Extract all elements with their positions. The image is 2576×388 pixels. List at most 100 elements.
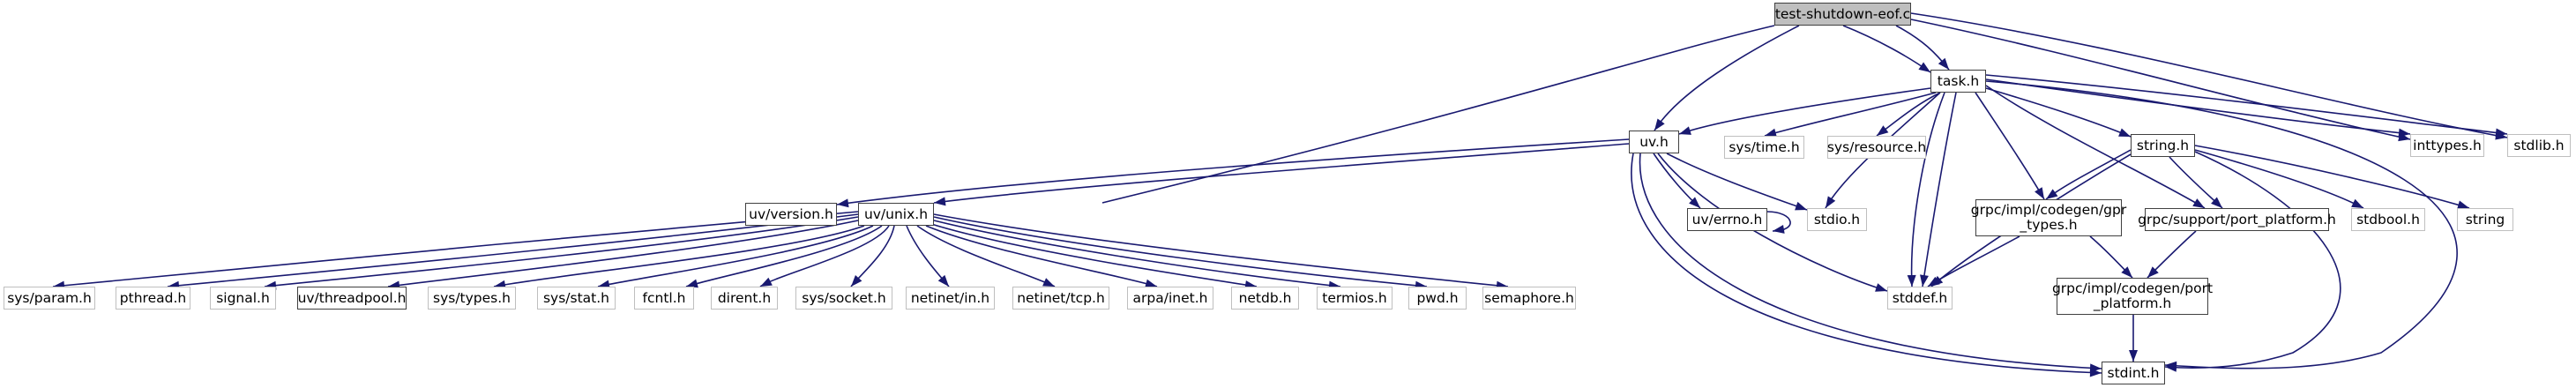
node-root[interactable]: test-shutdown-eof.c bbox=[1774, 3, 1911, 26]
node-termios[interactable]: termios.h bbox=[1317, 287, 1393, 310]
arrowhead-stringh-to-stdbool bbox=[2351, 198, 2363, 208]
node-label: stdlib.h bbox=[2513, 137, 2565, 153]
node-uverrno[interactable]: uv/errno.h bbox=[1687, 208, 1767, 231]
edge-root-to-stdlib bbox=[1910, 12, 2508, 138]
node-sysstat[interactable]: sys/stat.h bbox=[537, 287, 616, 310]
node-netdb[interactable]: netdb.h bbox=[1231, 287, 1299, 310]
node-sysparam[interactable]: sys/param.h bbox=[4, 287, 95, 310]
edge-uvh-to-stdio bbox=[1666, 153, 1808, 211]
edge-uvunix-to-sysstat bbox=[597, 225, 874, 287]
node-signalh[interactable]: signal.h bbox=[210, 287, 276, 310]
edge-root-to-task bbox=[1842, 25, 1931, 73]
edge-stringh-to-string_cpp bbox=[2194, 145, 2470, 209]
edge-uvunix-to-systypes bbox=[493, 225, 865, 287]
node-label: signal.h bbox=[216, 289, 270, 306]
edge-uvunix-to-netinettcp bbox=[916, 225, 1056, 287]
edge-task-to-stdint bbox=[1985, 80, 2458, 369]
node-label: netdb.h bbox=[1238, 289, 1292, 306]
arrowhead-codegenport-to-stdint bbox=[2129, 350, 2138, 362]
arrowhead-task-to-stddef bbox=[1920, 274, 1929, 287]
edge-task-to-stdlib bbox=[1985, 74, 2508, 135]
node-stdio[interactable]: stdio.h bbox=[1807, 208, 1867, 231]
arrowhead-task-to-stdlib bbox=[2495, 128, 2507, 138]
node-sysresource[interactable]: sys/resource.h bbox=[1827, 136, 1926, 159]
node-semaphore[interactable]: semaphore.h bbox=[1482, 287, 1576, 310]
node-task[interactable]: task.h bbox=[1930, 70, 1986, 93]
node-string_cpp[interactable]: string bbox=[2457, 208, 2513, 231]
node-stddef[interactable]: stddef.h bbox=[1887, 287, 1953, 310]
node-systime[interactable]: sys/time.h bbox=[1724, 136, 1804, 159]
arrowhead-task-to-stddef bbox=[1907, 274, 1916, 287]
edge-task-to-supportport bbox=[1985, 85, 2206, 209]
node-label: grpc/impl/codegen/gpr _types.h bbox=[1970, 202, 2127, 233]
edge-stringh-to-stdbool bbox=[2194, 149, 2364, 209]
edge-task-to-stddef bbox=[1922, 92, 1957, 287]
arrowhead-uvh-to-uvunix bbox=[934, 197, 946, 206]
node-dirent[interactable]: dirent.h bbox=[711, 287, 778, 310]
arrowhead-task-to-supportport bbox=[2192, 198, 2205, 208]
edge-uvh-to-stdint bbox=[1639, 153, 2102, 369]
arrowhead-gprtypes-to-codegenport bbox=[2121, 266, 2132, 278]
node-gprtypes[interactable]: grpc/impl/codegen/gpr _types.h bbox=[1971, 199, 2126, 236]
node-inttypes[interactable]: inttypes.h bbox=[2410, 134, 2484, 157]
node-label: string bbox=[2465, 211, 2505, 228]
node-label: stddef.h bbox=[1892, 289, 1948, 306]
arrowhead-uvunix-to-arpainet bbox=[1145, 279, 1157, 288]
node-label: uv/threadpool.h bbox=[297, 289, 407, 306]
node-systypes[interactable]: sys/types.h bbox=[428, 287, 516, 310]
node-label: uv/errno.h bbox=[1691, 211, 1763, 228]
edge-uvunix-to-pwd bbox=[933, 216, 1428, 287]
node-uvh[interactable]: uv.h bbox=[1629, 131, 1679, 153]
arrowhead-task-to-gprtypes bbox=[2035, 187, 2044, 199]
arrowhead-uverrno-to-uverrno bbox=[1773, 224, 1785, 234]
node-label: sys/socket.h bbox=[802, 289, 886, 306]
arrowhead-task-to-stdio bbox=[1826, 196, 1836, 208]
node-label: string.h bbox=[2136, 137, 2190, 153]
edge-task-to-inttypes bbox=[1985, 78, 2411, 135]
node-label: semaphore.h bbox=[1484, 289, 1574, 306]
edge-root-to-uvh bbox=[1654, 25, 1800, 131]
node-codegenport[interactable]: grpc/impl/codegen/port _platform.h bbox=[2052, 278, 2213, 315]
node-supportport[interactable]: grpc/support/port_platform.h bbox=[2138, 208, 2336, 231]
node-uvthreadpool[interactable]: uv/threadpool.h bbox=[297, 287, 407, 310]
node-label: sys/resource.h bbox=[1826, 138, 1927, 155]
edge-uvh-to-stdint bbox=[1631, 153, 2102, 374]
node-netinettcp[interactable]: netinet/tcp.h bbox=[1012, 287, 1109, 310]
arrowhead-uvunix-to-fcntl bbox=[686, 279, 698, 288]
node-uvunix[interactable]: uv/unix.h bbox=[858, 203, 934, 226]
edge-uvunix-to-arpainet bbox=[925, 225, 1158, 287]
node-label: sys/time.h bbox=[1729, 138, 1800, 155]
node-label: arpa/inet.h bbox=[1132, 289, 1208, 306]
node-stdint[interactable]: stdint.h bbox=[2102, 362, 2165, 384]
arrowhead-stringh-to-stdint bbox=[2165, 362, 2177, 372]
arrowhead-stringh-to-supportport bbox=[2211, 197, 2222, 208]
arrowhead-stringh-to-string_cpp bbox=[2457, 200, 2469, 210]
node-arpainet[interactable]: arpa/inet.h bbox=[1127, 287, 1213, 310]
node-label: sys/stat.h bbox=[542, 289, 610, 306]
edge-uvunix-to-sysparam bbox=[52, 211, 859, 287]
edge-root-to-uvh bbox=[1101, 25, 1775, 204]
node-pwd[interactable]: pwd.h bbox=[1408, 287, 1467, 310]
edge-uvunix-to-uvthreadpool bbox=[387, 220, 859, 287]
edge-uvunix-to-termios bbox=[933, 220, 1341, 287]
arrowhead-root-to-task bbox=[1918, 62, 1930, 72]
edge-task-to-gprtypes bbox=[1975, 92, 2045, 200]
arrowhead-uvunix-to-syssocket bbox=[851, 274, 862, 287]
edge-uvh-to-uvversion bbox=[836, 138, 1630, 205]
node-syssocket[interactable]: sys/socket.h bbox=[795, 287, 892, 310]
edge-uvunix-to-fcntl bbox=[685, 225, 883, 287]
arrowhead-uvunix-to-dirent bbox=[760, 277, 773, 287]
node-stdbool[interactable]: stdbool.h bbox=[2351, 208, 2425, 231]
node-pthread[interactable]: pthread.h bbox=[116, 287, 190, 310]
node-fcntl[interactable]: fcntl.h bbox=[634, 287, 694, 310]
node-netinetin[interactable]: netinet/in.h bbox=[906, 287, 995, 310]
arrowhead-task-to-sysresource bbox=[1877, 125, 1889, 136]
arrowhead-uvh-to-stdint bbox=[2089, 368, 2102, 377]
edge-task-to-stddef bbox=[1910, 92, 1945, 287]
node-stdlib[interactable]: stdlib.h bbox=[2507, 134, 2571, 157]
node-stringh[interactable]: string.h bbox=[2131, 134, 2195, 157]
edge-uvunix-to-signalh bbox=[264, 216, 859, 287]
node-uvversion[interactable]: uv/version.h bbox=[745, 203, 837, 226]
arrowhead-uvunix-to-netinettcp bbox=[1042, 278, 1055, 287]
